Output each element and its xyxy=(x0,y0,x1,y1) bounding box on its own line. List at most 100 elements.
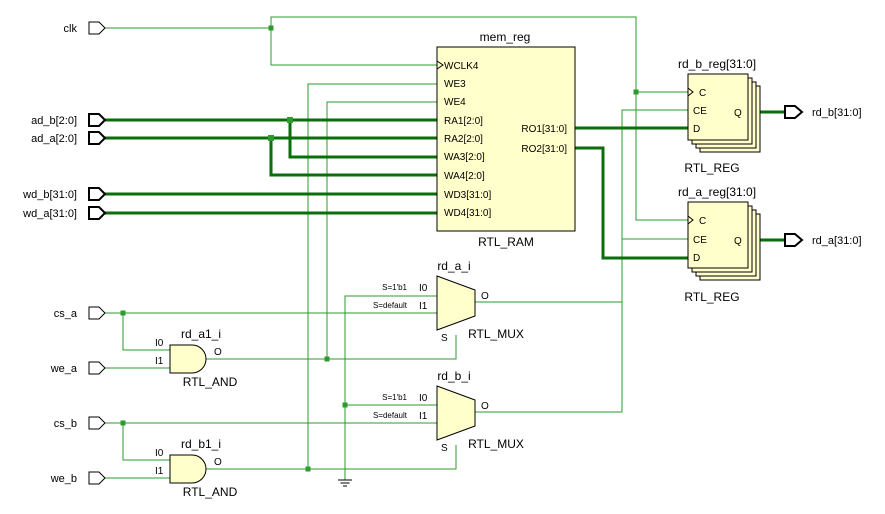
port-cs-a-label: cs_a xyxy=(54,308,78,320)
port-we-b[interactable]: we_b xyxy=(50,471,106,485)
mux-b-pin-s: S xyxy=(441,443,448,454)
port-cs-a[interactable]: cs_a xyxy=(54,306,106,320)
mux-b-cell[interactable]: rd_b_i S=1'b1 S=default I0 I1 O S RTL_MU… xyxy=(373,369,524,454)
port-rd-b-label: rd_b[31:0] xyxy=(812,107,862,119)
port-wd-a[interactable]: wd_a[31:0] xyxy=(22,206,107,220)
buses xyxy=(105,110,785,260)
junction-dot xyxy=(120,310,126,316)
mux-b-body xyxy=(436,385,476,441)
and-a-pin-i1: I1 xyxy=(155,356,164,367)
clk-net xyxy=(105,16,688,221)
mux-b-pin-o: O xyxy=(481,401,489,412)
port-out-icon xyxy=(784,233,804,247)
reg-a-pin-d: D xyxy=(693,253,700,264)
port-in-icon xyxy=(88,306,106,320)
clock-pin-icon xyxy=(687,215,694,225)
mux-a-pin-i0: I0 xyxy=(419,283,428,294)
mux-b-type: RTL_MUX xyxy=(468,437,524,451)
mux-a-pin-i1: I1 xyxy=(419,301,428,312)
port-in-icon xyxy=(88,131,107,145)
mem-reg-type: RTL_RAM xyxy=(478,235,534,249)
and-a-pin-i0: I0 xyxy=(155,338,164,349)
wires xyxy=(105,16,688,480)
port-in-icon xyxy=(88,206,107,220)
reg-a-body xyxy=(687,201,749,269)
reg-a-cell[interactable]: rd_a_reg[31:0] C CE D Q RTL_REG xyxy=(678,185,761,304)
mux-a-sel0-label: S=1'b1 xyxy=(382,283,407,292)
mem-pin-out-label: RO2[31:0] xyxy=(521,144,567,155)
reg-a-type: RTL_REG xyxy=(684,290,739,304)
reg-a-pin-q: Q xyxy=(734,236,742,247)
reg-a-pin-ce: CE xyxy=(693,235,707,246)
port-rd-a[interactable]: rd_a[31:0] xyxy=(784,233,862,247)
port-in-icon xyxy=(88,113,107,127)
and-b-type: RTL_AND xyxy=(183,485,238,499)
junction-dot xyxy=(342,402,348,408)
const-net-a xyxy=(344,295,437,480)
and-b-name: rd_b1_i xyxy=(181,437,221,451)
junction-dot xyxy=(268,25,274,31)
mux-a-body xyxy=(436,275,476,331)
port-cs-b[interactable]: cs_b xyxy=(54,416,106,430)
and-b-cell[interactable]: rd_b1_i I0 I1 O RTL_AND xyxy=(155,437,238,499)
port-cs-b-label: cs_b xyxy=(54,418,77,430)
and-a-name: rd_a1_i xyxy=(181,327,221,341)
port-clk[interactable]: clk xyxy=(64,21,106,35)
mem-pin-in-label: WD3[31:0] xyxy=(444,190,491,201)
and-b-pin-i0: I0 xyxy=(155,448,164,459)
mux-a-cell[interactable]: rd_a_i S=1'b1 S=default I0 I1 O S RTL_MU… xyxy=(373,259,524,344)
and-a-cell[interactable]: rd_a1_i I0 I1 O RTL_AND xyxy=(155,327,238,389)
mux-a-pin-s: S xyxy=(441,333,448,344)
ground-icon xyxy=(338,479,352,487)
mux-a-type: RTL_MUX xyxy=(468,327,524,341)
we4-net xyxy=(205,101,437,360)
port-in-icon xyxy=(88,21,106,35)
mux-b-sel1-label: S=default xyxy=(373,411,408,420)
reg-b-pin-q: Q xyxy=(734,108,742,119)
junction-dot xyxy=(305,466,311,472)
mem-pin-in-label: WA4[2:0] xyxy=(444,171,485,182)
port-in-icon xyxy=(88,361,106,375)
port-wd-a-label: wd_a[31:0] xyxy=(22,208,77,220)
port-ad-a-label: ad_a[2:0] xyxy=(31,133,77,145)
clock-pin-icon xyxy=(436,60,444,70)
mem-reg-cell[interactable]: mem_reg WCLK4WE3WE4RA1[2:0]RA2[2:0]WA3[2… xyxy=(436,30,576,249)
port-clk-label: clk xyxy=(64,23,78,35)
port-rd-b[interactable]: rd_b[31:0] xyxy=(784,105,862,119)
mux-a-select-wire xyxy=(327,335,457,360)
reg-b-name: rd_b_reg[31:0] xyxy=(678,57,756,71)
port-we-a[interactable]: we_a xyxy=(50,361,106,375)
ro2-to-reg-a-bus xyxy=(575,146,688,260)
mux-b-pin-i0: I0 xyxy=(419,393,428,404)
and-b-body xyxy=(169,454,207,484)
port-wd-b-label: wd_b[31:0] xyxy=(22,189,77,201)
mux-b-name: rd_b_i xyxy=(437,369,470,383)
reg-b-pin-d: D xyxy=(693,124,700,135)
mux-b-sel0-label: S=1'b1 xyxy=(382,393,407,402)
clock-pin-icon xyxy=(687,87,694,97)
port-wd-b[interactable]: wd_b[31:0] xyxy=(22,187,107,201)
mux-a-sel1-label: S=default xyxy=(373,301,408,310)
port-ad-b[interactable]: ad_b[2:0] xyxy=(31,113,107,127)
ad-a-to-wa4-bus xyxy=(269,138,437,177)
port-out-icon xyxy=(784,105,804,119)
mux-b-out-to-ce-wire xyxy=(475,109,688,413)
reg-b-body xyxy=(687,73,749,141)
mem-pin-out-label: RO1[31:0] xyxy=(521,124,567,135)
and-a-body xyxy=(169,344,207,374)
mem-pin-in-label: WCLK4 xyxy=(444,61,479,72)
mux-a-name: rd_a_i xyxy=(437,259,470,273)
port-we-a-label: we_a xyxy=(50,363,78,375)
and-b-pin-o: O xyxy=(214,457,222,468)
port-ad-a[interactable]: ad_a[2:0] xyxy=(31,131,107,145)
mux-b-select-wire xyxy=(308,445,457,470)
and-a-pin-o: O xyxy=(214,347,222,358)
reg-b-pin-ce: CE xyxy=(693,106,707,117)
junction-dot xyxy=(324,356,330,362)
reg-b-cell[interactable]: rd_b_reg[31:0] C CE D Q RTL_REG xyxy=(678,57,761,175)
we3-net xyxy=(205,83,437,470)
mem-reg-name: mem_reg xyxy=(480,30,531,44)
port-we-b-label: we_b xyxy=(50,473,77,485)
junction-dot xyxy=(268,135,274,141)
